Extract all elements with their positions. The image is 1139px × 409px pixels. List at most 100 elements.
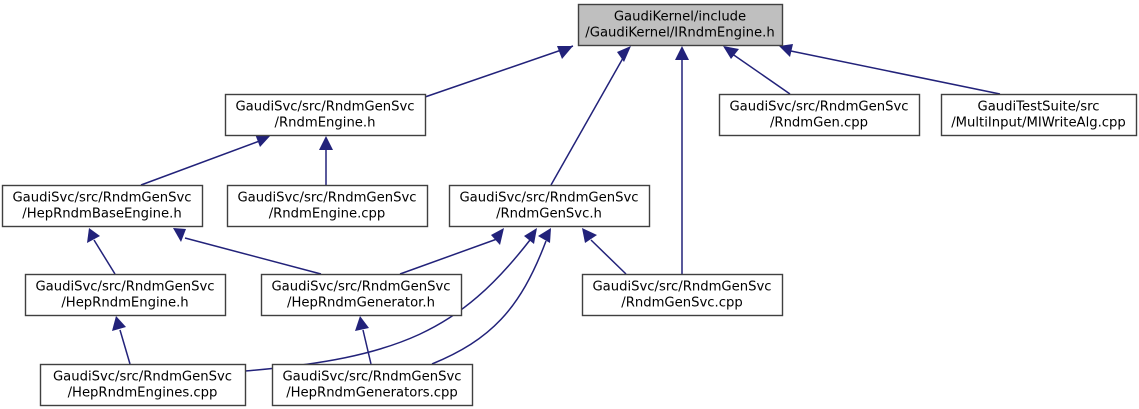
arrowhead-icon xyxy=(723,46,739,59)
node-box[interactable] xyxy=(260,273,463,317)
arrowhead-icon xyxy=(675,46,689,60)
arrowhead-icon xyxy=(491,228,504,245)
node-label-line1: GaudiTestSuite/src xyxy=(977,99,1099,114)
dependency-edge xyxy=(355,316,372,365)
edge-line xyxy=(399,238,498,275)
node-label: GaudiSvc/src/RndmGenSvc/RndmEngine.h xyxy=(235,99,414,130)
node-label-line1: GaudiSvc/src/RndmGenSvc xyxy=(53,369,232,384)
nodes-layer: GaudiKernel/include/GaudiKernel/IRndmEng… xyxy=(1,3,1138,407)
graph-node-hepRndmGeneratorH[interactable]: GaudiSvc/src/RndmGenSvc/HepRndmGenerator… xyxy=(260,273,463,317)
node-label-line2: /MultiInput/MIWriteAlg.cpp xyxy=(951,116,1126,131)
arrowhead-icon xyxy=(582,228,597,243)
dependency-edge xyxy=(550,46,631,186)
node-label: GaudiSvc/src/RndmGenSvc/RndmGenSvc.cpp xyxy=(592,279,771,310)
dependency-edge xyxy=(582,228,627,275)
node-label-line2: /HepRndmGenerators.cpp xyxy=(286,386,458,401)
node-label-line1: GaudiSvc/src/RndmGenSvc xyxy=(35,279,214,294)
dependency-edge xyxy=(675,46,689,274)
node-label: GaudiSvc/src/RndmGenSvc/HepRndmGenerator… xyxy=(282,369,461,400)
node-box[interactable] xyxy=(224,93,427,137)
dependency-edge xyxy=(431,228,551,365)
edge-line xyxy=(727,50,791,95)
node-label: GaudiSvc/src/RndmGenSvc/RndmEngine.cpp xyxy=(237,190,416,221)
node-box[interactable] xyxy=(577,3,784,47)
node-label-line1: GaudiKernel/include xyxy=(614,9,746,24)
node-label-line1: GaudiSvc/src/RndmGenSvc xyxy=(12,190,191,205)
node-label-line2: /RndmGenSvc.h xyxy=(496,207,602,222)
dependency-edge xyxy=(173,228,322,275)
node-label-line2: /RndmGen.cpp xyxy=(770,116,868,131)
node-label-line2: /RndmEngine.h xyxy=(275,116,376,131)
edge-line xyxy=(424,45,574,98)
node-label-line2: /HepRndmGenerator.h xyxy=(287,296,435,311)
graph-node-rndmGenSvcH[interactable]: GaudiSvc/src/RndmGenSvc/RndmGenSvc.h xyxy=(448,184,651,228)
node-box[interactable] xyxy=(1,184,204,228)
node-label-line2: /HepRndmBaseEngine.h xyxy=(22,207,181,222)
arrowhead-icon xyxy=(112,316,126,331)
edge-line xyxy=(550,50,628,186)
node-label-line2: /HepRndmEngine.h xyxy=(61,296,188,311)
node-box[interactable] xyxy=(39,363,247,407)
node-label: GaudiSvc/src/RndmGenSvc/HepRndmBaseEngin… xyxy=(12,190,191,221)
dependency-edge xyxy=(87,228,116,275)
graph-node-rndmGenCpp[interactable]: GaudiSvc/src/RndmGenSvc/RndmGen.cpp xyxy=(718,93,921,137)
graph-node-iRndmEngine[interactable]: GaudiKernel/include/GaudiKernel/IRndmEng… xyxy=(577,3,784,47)
node-box[interactable] xyxy=(581,273,784,317)
graph-node-hepRndmBaseEngineH[interactable]: GaudiSvc/src/RndmGenSvc/HepRndmBaseEngin… xyxy=(1,184,204,228)
node-label-line1: GaudiSvc/src/RndmGenSvc xyxy=(459,190,638,205)
node-box[interactable] xyxy=(718,93,921,137)
edge-line xyxy=(93,239,116,275)
node-box[interactable] xyxy=(24,273,227,317)
arrowhead-icon xyxy=(173,228,186,242)
node-label-line2: /GaudiKernel/IRndmEngine.h xyxy=(585,26,774,41)
arrowhead-icon xyxy=(557,46,573,59)
graph-node-rndmEngineCpp[interactable]: GaudiSvc/src/RndmGenSvc/RndmEngine.cpp xyxy=(226,184,429,228)
arrowhead-icon xyxy=(355,316,369,331)
dependency-edge xyxy=(319,136,333,185)
node-box[interactable] xyxy=(271,363,474,407)
arrowhead-icon xyxy=(319,136,333,150)
arrowhead-icon xyxy=(538,228,551,243)
node-label-line1: GaudiSvc/src/RndmGenSvc xyxy=(237,190,416,205)
dependency-edge xyxy=(112,316,131,365)
arrowhead-icon xyxy=(255,134,271,147)
node-box[interactable] xyxy=(940,93,1138,137)
node-label-line2: /RndmGenSvc.cpp xyxy=(621,296,742,311)
graph-node-rndmGenSvcCpp[interactable]: GaudiSvc/src/RndmGenSvc/RndmGenSvc.cpp xyxy=(581,273,784,317)
node-label-line1: GaudiSvc/src/RndmGenSvc xyxy=(592,279,771,294)
node-box[interactable] xyxy=(226,184,429,228)
dependency-edge xyxy=(399,228,504,275)
node-label-line1: GaudiSvc/src/RndmGenSvc xyxy=(271,279,450,294)
dependency-edge xyxy=(140,134,271,186)
dependency-edge xyxy=(779,44,1001,95)
node-label-line2: /RndmEngine.cpp xyxy=(269,207,386,222)
arrowhead-icon xyxy=(779,44,793,57)
graph-node-hepRndmEngineH[interactable]: GaudiSvc/src/RndmGenSvc/HepRndmEngine.h xyxy=(24,273,227,317)
edge-line xyxy=(184,237,322,275)
edge-line xyxy=(140,138,266,186)
arrowhead-icon xyxy=(617,46,631,62)
node-label-line1: GaudiSvc/src/RndmGenSvc xyxy=(282,369,461,384)
graph-node-hepRndmEnginesCpp[interactable]: GaudiSvc/src/RndmGenSvc/HepRndmEngines.c… xyxy=(39,363,247,407)
node-box[interactable] xyxy=(448,184,651,228)
node-label: GaudiSvc/src/RndmGenSvc/HepRndmGenerator… xyxy=(271,279,450,310)
node-label: GaudiSvc/src/RndmGenSvc/RndmGen.cpp xyxy=(729,99,908,130)
node-label-line1: GaudiSvc/src/RndmGenSvc xyxy=(729,99,908,114)
graph-node-hepRndmGeneratorsCpp[interactable]: GaudiSvc/src/RndmGenSvc/HepRndmGenerator… xyxy=(271,363,474,407)
edge-line xyxy=(590,239,627,275)
graph-node-rndmEngineH[interactable]: GaudiSvc/src/RndmGenSvc/RndmEngine.h xyxy=(224,93,427,137)
edge-line xyxy=(785,49,1001,95)
node-label: GaudiSvc/src/RndmGenSvc/RndmGenSvc.h xyxy=(459,190,638,221)
edge-line xyxy=(431,240,547,365)
node-label-line2: /HepRndmEngines.cpp xyxy=(68,386,218,401)
graph-node-miWriteAlgCpp[interactable]: GaudiTestSuite/src/MultiInput/MIWriteAlg… xyxy=(940,93,1138,137)
node-label-line1: GaudiSvc/src/RndmGenSvc xyxy=(235,99,414,114)
node-label: GaudiSvc/src/RndmGenSvc/HepRndmEngines.c… xyxy=(53,369,232,400)
arrowhead-icon xyxy=(524,228,537,244)
edge-line xyxy=(362,329,372,365)
dependency-edge xyxy=(723,46,791,95)
arrowhead-icon xyxy=(87,228,100,243)
node-label: GaudiSvc/src/RndmGenSvc/HepRndmEngine.h xyxy=(35,279,214,310)
edge-line xyxy=(119,329,131,365)
